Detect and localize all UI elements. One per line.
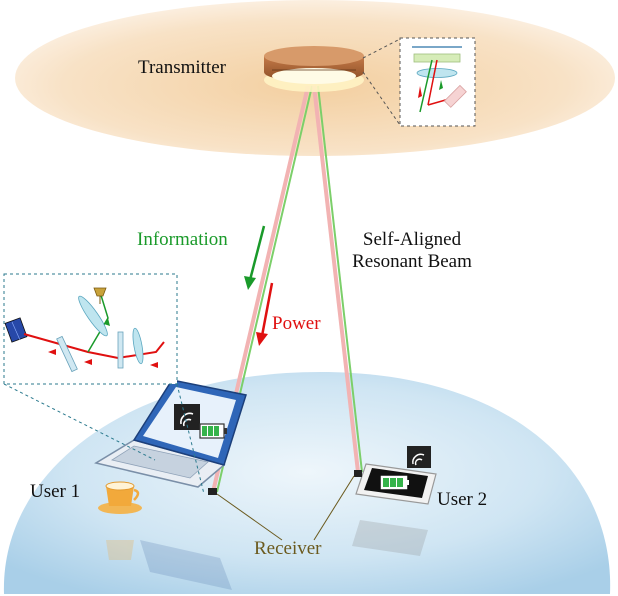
receiver-inset — [3, 273, 205, 495]
power-arrow — [256, 282, 274, 346]
information-arrow — [244, 225, 266, 290]
coffee-cup-icon — [98, 481, 142, 514]
phone-wifi-icon — [407, 446, 431, 468]
solar-panel-icon — [4, 317, 28, 343]
receiver-label: Receiver — [254, 538, 322, 559]
user2-label: User 2 — [437, 489, 488, 510]
battery-icon — [199, 423, 227, 439]
transmitter-device — [264, 46, 364, 92]
beam-label-line1: Self-Aligned — [362, 229, 462, 250]
user1-label: User 1 — [30, 481, 81, 502]
smartphone-icon — [354, 446, 437, 505]
floor-reflections — [106, 520, 428, 590]
laptop-icon — [94, 379, 247, 488]
information-label: Information — [137, 229, 228, 250]
phone-battery-icon — [380, 475, 409, 490]
receiver-phone — [354, 470, 362, 477]
beam-label-line2: Resonant Beam — [352, 250, 472, 272]
power-label: Power — [272, 313, 321, 334]
transmitter-label: Transmitter — [138, 57, 226, 78]
transmitter-inset — [362, 37, 476, 127]
receiver-laptop — [208, 488, 217, 495]
beam-label: Self-Aligned Resonant Beam — [341, 229, 483, 273]
floor-surface — [3, 372, 611, 594]
receiver-pointers — [216, 475, 355, 541]
